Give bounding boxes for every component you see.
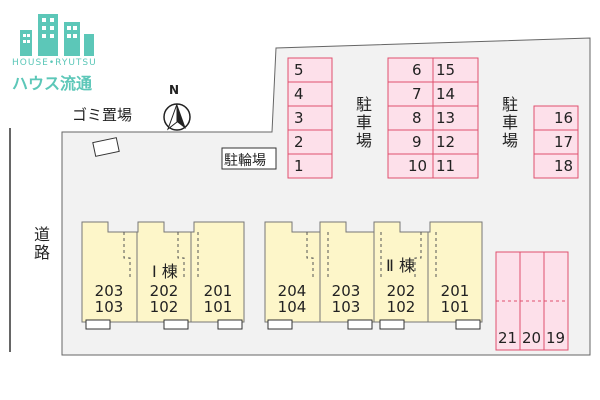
parking-spot-number: 18 bbox=[554, 157, 574, 175]
unit-upper-number: 204 bbox=[277, 282, 307, 300]
parking-spot-number: 16 bbox=[554, 109, 574, 127]
parking-spot-number: 5 bbox=[294, 61, 304, 79]
unit-lower-number: 104 bbox=[277, 298, 307, 316]
building-2-label: Ⅱ 棟 bbox=[386, 256, 415, 275]
building-1-label: Ⅰ 棟 bbox=[152, 262, 178, 281]
unit-upper-number: 203 bbox=[331, 282, 361, 300]
bicycle-parking-box bbox=[221, 147, 277, 170]
parking-spot-number: 8 bbox=[412, 109, 422, 127]
garbage-box bbox=[92, 137, 120, 157]
unit-upper-number: 202 bbox=[149, 282, 179, 300]
parking-label-right: 駐車場 bbox=[499, 96, 518, 150]
parking-label-left: 駐車場 bbox=[353, 96, 372, 150]
parking-spot-number: 3 bbox=[294, 109, 304, 127]
garbage-label: ゴミ置場 bbox=[72, 106, 133, 124]
unit-lower-number: 103 bbox=[331, 298, 361, 316]
unit-lower-number: 102 bbox=[149, 298, 179, 316]
compass-icon bbox=[163, 103, 191, 131]
brand-name-jp: ハウス流通 bbox=[12, 74, 93, 93]
parking-spot-number: 9 bbox=[412, 133, 422, 151]
unit-lower-number: 101 bbox=[203, 298, 233, 316]
unit-upper-number: 203 bbox=[94, 282, 124, 300]
parking-spot-number: 13 bbox=[436, 109, 456, 127]
unit-lower-number: 103 bbox=[94, 298, 124, 316]
unit-upper-number: 201 bbox=[440, 282, 470, 300]
parking-spot-number: 19 bbox=[546, 329, 566, 347]
brand-logo-icon bbox=[20, 14, 94, 56]
unit-upper-number: 202 bbox=[386, 282, 416, 300]
parking-spot-number: 14 bbox=[436, 85, 456, 103]
parking-spot-number: 10 bbox=[408, 157, 428, 175]
unit-lower-number: 102 bbox=[386, 298, 416, 316]
parking-spot-number: 6 bbox=[412, 61, 422, 79]
parking-spot-number: 21 bbox=[498, 329, 518, 347]
unit-lower-number: 101 bbox=[440, 298, 470, 316]
parking-spot-number: 7 bbox=[412, 85, 422, 103]
bicycle-parking-label: 駐輪場 bbox=[224, 153, 266, 169]
building-1 bbox=[81, 221, 245, 323]
unit-upper-number: 201 bbox=[203, 282, 233, 300]
parking-spot-number: 1 bbox=[294, 157, 304, 175]
parking-spot-number: 17 bbox=[554, 133, 574, 151]
brand-name-en: HOUSE•RYUTSU bbox=[12, 58, 97, 68]
parking-spot-number: 4 bbox=[294, 85, 304, 103]
parking-spot-number: 2 bbox=[294, 133, 304, 151]
road-label: 道路 bbox=[31, 226, 50, 262]
parking-spot-number: 20 bbox=[522, 329, 542, 347]
parking-spot-number: 12 bbox=[436, 133, 456, 151]
parking-spot-number: 15 bbox=[436, 61, 456, 79]
compass-n-label: N bbox=[169, 83, 180, 97]
parking-spot-number: 11 bbox=[436, 157, 456, 175]
